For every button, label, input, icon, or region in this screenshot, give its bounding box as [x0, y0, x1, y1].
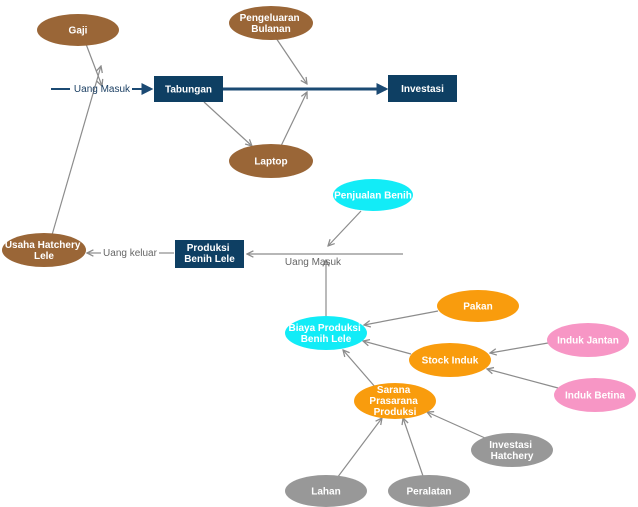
node-penjualan-benih[interactable]: Penjualan Benih: [333, 179, 413, 211]
node-produksi-label: Produksi Benih Lele: [184, 243, 235, 265]
node-induk-betina[interactable]: Induk Betina: [554, 378, 636, 412]
node-investasi-hatchery-label: Investasi Hatchery: [489, 440, 535, 462]
node-gaji[interactable]: Gaji: [37, 14, 119, 46]
node-pengeluaran-bulanan[interactable]: Pengeluaran Bulanan: [229, 6, 313, 40]
node-investasi[interactable]: Investasi: [388, 75, 457, 102]
node-pakan[interactable]: Pakan: [437, 290, 519, 322]
node-investasi-label: Investasi: [401, 84, 444, 95]
edge-peralatan-to-sarana: [403, 418, 424, 477]
node-sarana-label: Sarana Prasarana Produksi: [369, 385, 420, 418]
edge-sarana-to-biaya: [343, 350, 377, 389]
edge-label-uang-masuk-mid: Uang Masuk: [285, 257, 342, 268]
node-lahan-label: Lahan: [311, 487, 340, 498]
node-pengeluaran-label: Pengeluaran Bulanan: [240, 13, 303, 35]
edge-gaji-to-main: [85, 43, 102, 86]
node-tabungan[interactable]: Tabungan: [154, 76, 223, 102]
node-usaha-hatchery-lele[interactable]: Usaha Hatchery Lele: [2, 233, 86, 267]
node-laptop-label: Laptop: [254, 157, 287, 168]
node-gaji-label: Gaji: [69, 26, 88, 37]
edge-label-uang-masuk-top: Uang Masuk: [74, 84, 131, 95]
node-produksi-benih-lele[interactable]: Produksi Benih Lele: [175, 240, 244, 268]
node-induk-betina-label: Induk Betina: [565, 391, 625, 402]
edge-pengeluaran-to-main: [275, 37, 307, 84]
edge-usaha-to-main: [51, 66, 101, 236]
node-biaya-produksi-benih-lele[interactable]: Biaya Produksi Benih Lele: [285, 316, 367, 350]
edges: [51, 37, 559, 479]
node-induk-jantan[interactable]: Induk Jantan: [547, 323, 629, 357]
node-peralatan-label: Peralatan: [406, 487, 451, 498]
node-tabungan-label: Tabungan: [165, 85, 212, 96]
node-penjualan-label: Penjualan Benih: [334, 191, 412, 202]
edge-label-uang-keluar: Uang keluar: [103, 248, 158, 259]
node-stock-induk[interactable]: Stock Induk: [409, 343, 491, 377]
node-peralatan[interactable]: Peralatan: [388, 475, 470, 507]
node-sarana-prasarana-produksi[interactable]: Sarana Prasarana Produksi: [354, 383, 436, 419]
node-lahan[interactable]: Lahan: [285, 475, 367, 507]
node-pakan-label: Pakan: [463, 302, 492, 313]
node-laptop[interactable]: Laptop: [229, 144, 313, 178]
edge-pakan-to-biaya: [364, 310, 439, 325]
edge-stock-to-biaya: [363, 341, 412, 355]
edge-penjualan-to-mid: [328, 210, 362, 246]
edge-betina-to-stock: [487, 369, 559, 389]
node-investasi-hatchery[interactable]: Investasi Hatchery: [471, 433, 553, 467]
edge-invhatchery-to-sarana: [427, 412, 486, 439]
node-induk-jantan-label: Induk Jantan: [557, 336, 619, 347]
node-stock-label: Stock Induk: [422, 356, 479, 367]
edge-laptop-to-main: [280, 92, 307, 147]
node-usaha-label: Usaha Hatchery Lele: [5, 240, 83, 262]
edge-tabungan-to-laptop: [203, 101, 252, 146]
edge-jantan-to-stock: [490, 342, 549, 353]
node-biaya-label: Biaya Produksi Benih Lele: [288, 323, 363, 345]
edge-lahan-to-sarana: [336, 418, 382, 479]
